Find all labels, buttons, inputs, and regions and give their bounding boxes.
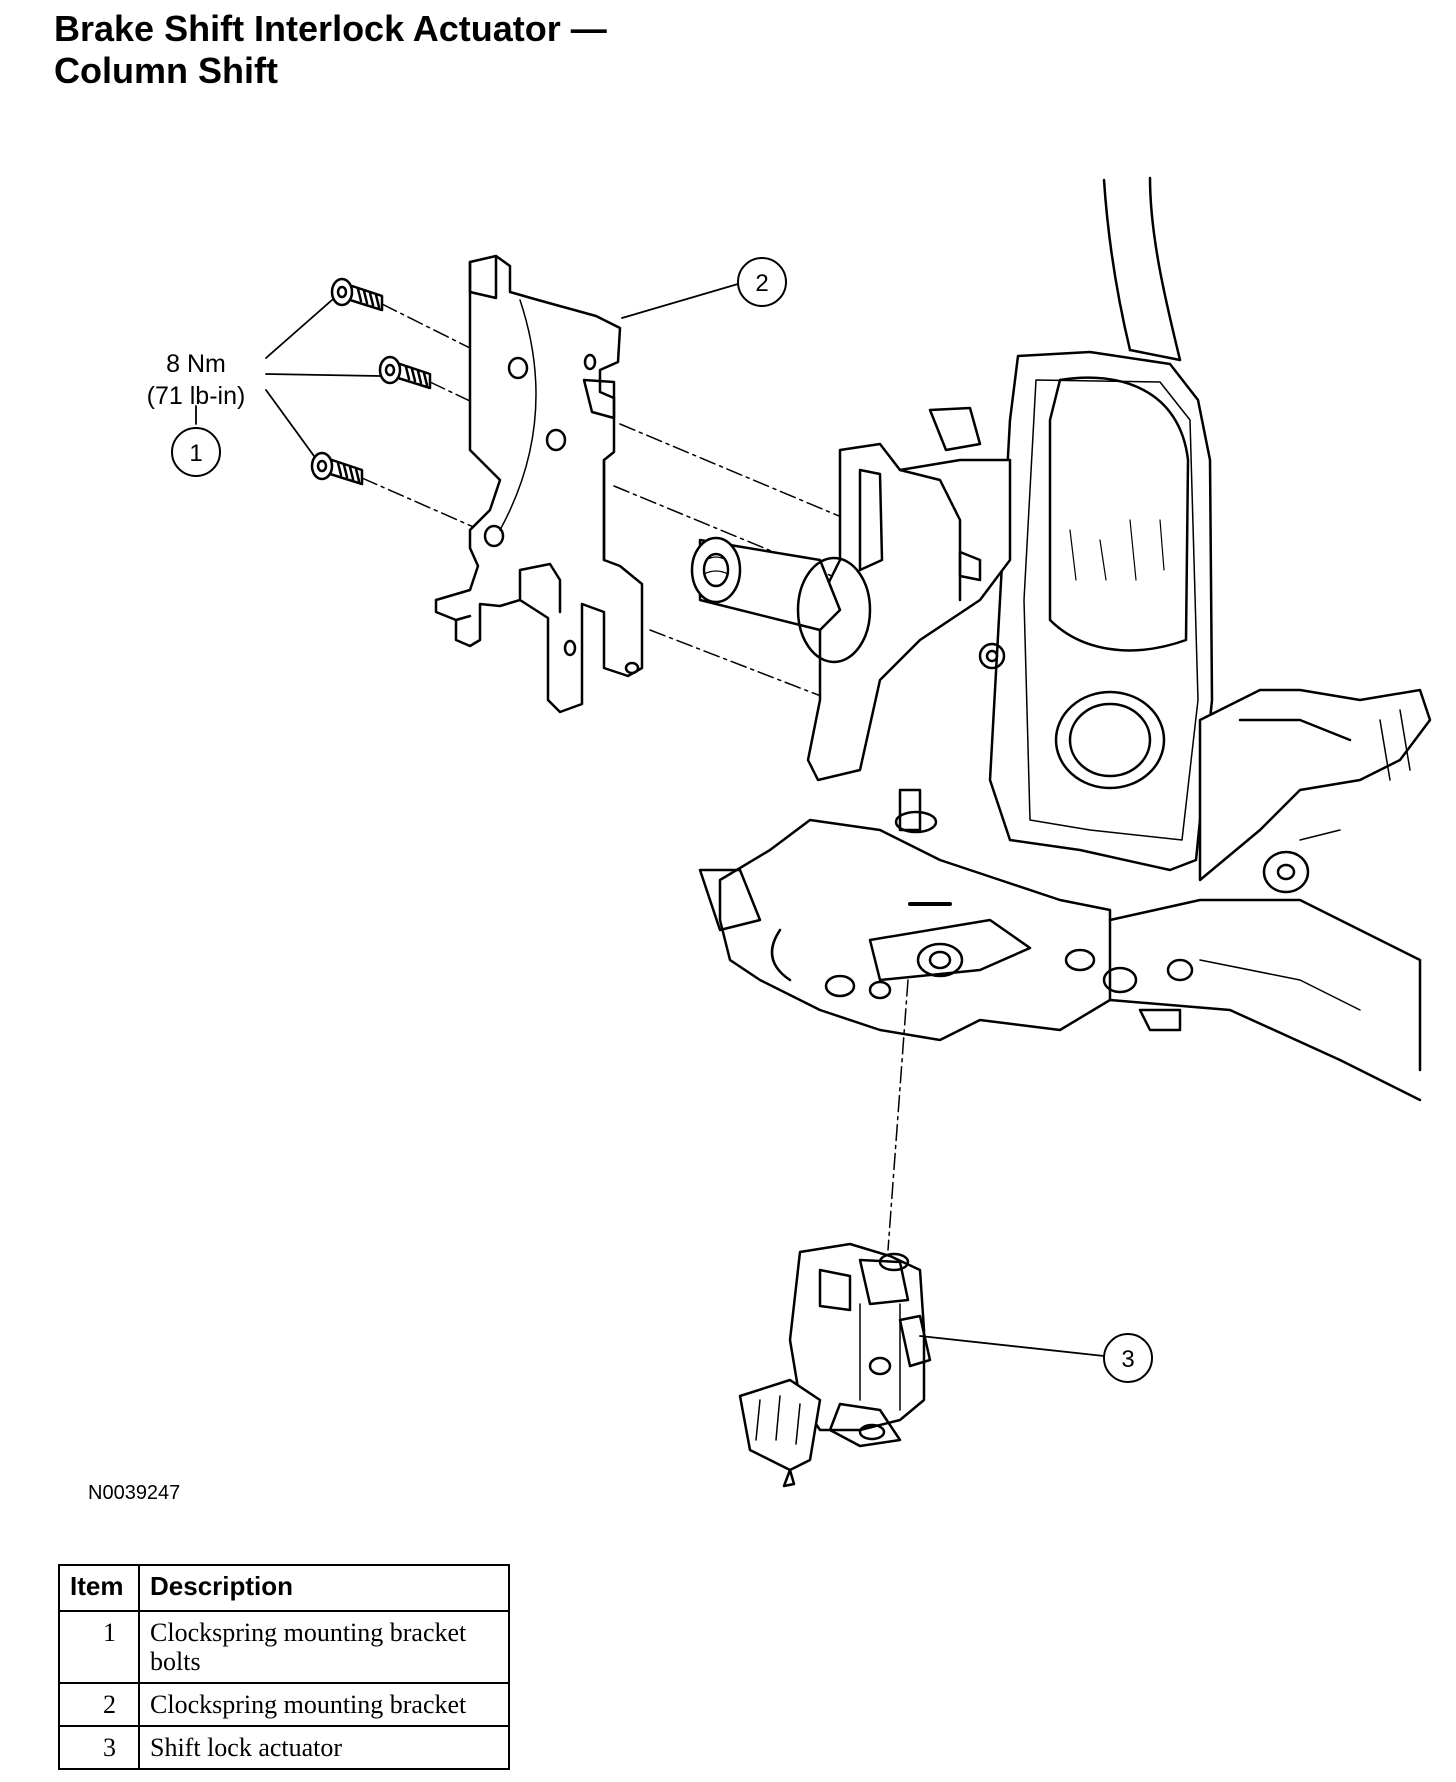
- legend-item-description: Shift lock actuator: [138, 1725, 510, 1770]
- torque-nm: 8 Nm: [166, 350, 226, 378]
- bracket-alignment-lines: [613, 423, 891, 699]
- callout-circles: [171, 257, 1153, 1383]
- legend-item-description: Clockspring mounting bracket bolts: [138, 1610, 510, 1684]
- callout-2: 2: [755, 270, 768, 297]
- leader-lines: [195, 283, 1105, 1357]
- legend-header-row: Item Description: [58, 1564, 510, 1612]
- legend-item-description: Clockspring mounting bracket: [138, 1682, 510, 1727]
- bolt-middle: [378, 355, 432, 390]
- title-line-1: Brake Shift Interlock Actuator —: [54, 8, 607, 49]
- figure-id: N0039247: [88, 1482, 181, 1504]
- legend-header-item: Item: [58, 1564, 140, 1612]
- table-row: 2 Clockspring mounting bracket: [58, 1682, 510, 1727]
- callout-1: 1: [189, 440, 202, 467]
- legend-item-number: 1: [58, 1610, 140, 1684]
- shift-lock-actuator: [738, 1242, 932, 1488]
- page-title: Brake Shift Interlock Actuator — Column …: [54, 8, 607, 92]
- legend-item-number: 2: [58, 1682, 140, 1727]
- title-line-2: Column Shift: [54, 50, 278, 91]
- torque-lbin: (71 lb-in): [147, 382, 246, 410]
- bolt-top: [330, 277, 384, 312]
- legend-item-number: 3: [58, 1725, 140, 1770]
- actuator-alignment-line: [887, 979, 909, 1251]
- legend-table: Item Description 1 Clockspring mounting …: [58, 1564, 510, 1770]
- bolt-bottom: [310, 451, 364, 486]
- table-row: 3 Shift lock actuator: [58, 1725, 510, 1770]
- legend-header-description: Description: [138, 1564, 510, 1612]
- callout-3: 3: [1121, 1346, 1134, 1373]
- table-row: 1 Clockspring mounting bracket bolts: [58, 1610, 510, 1684]
- steering-column-assembly: [690, 176, 1432, 1102]
- clockspring-mounting-bracket: [434, 254, 644, 714]
